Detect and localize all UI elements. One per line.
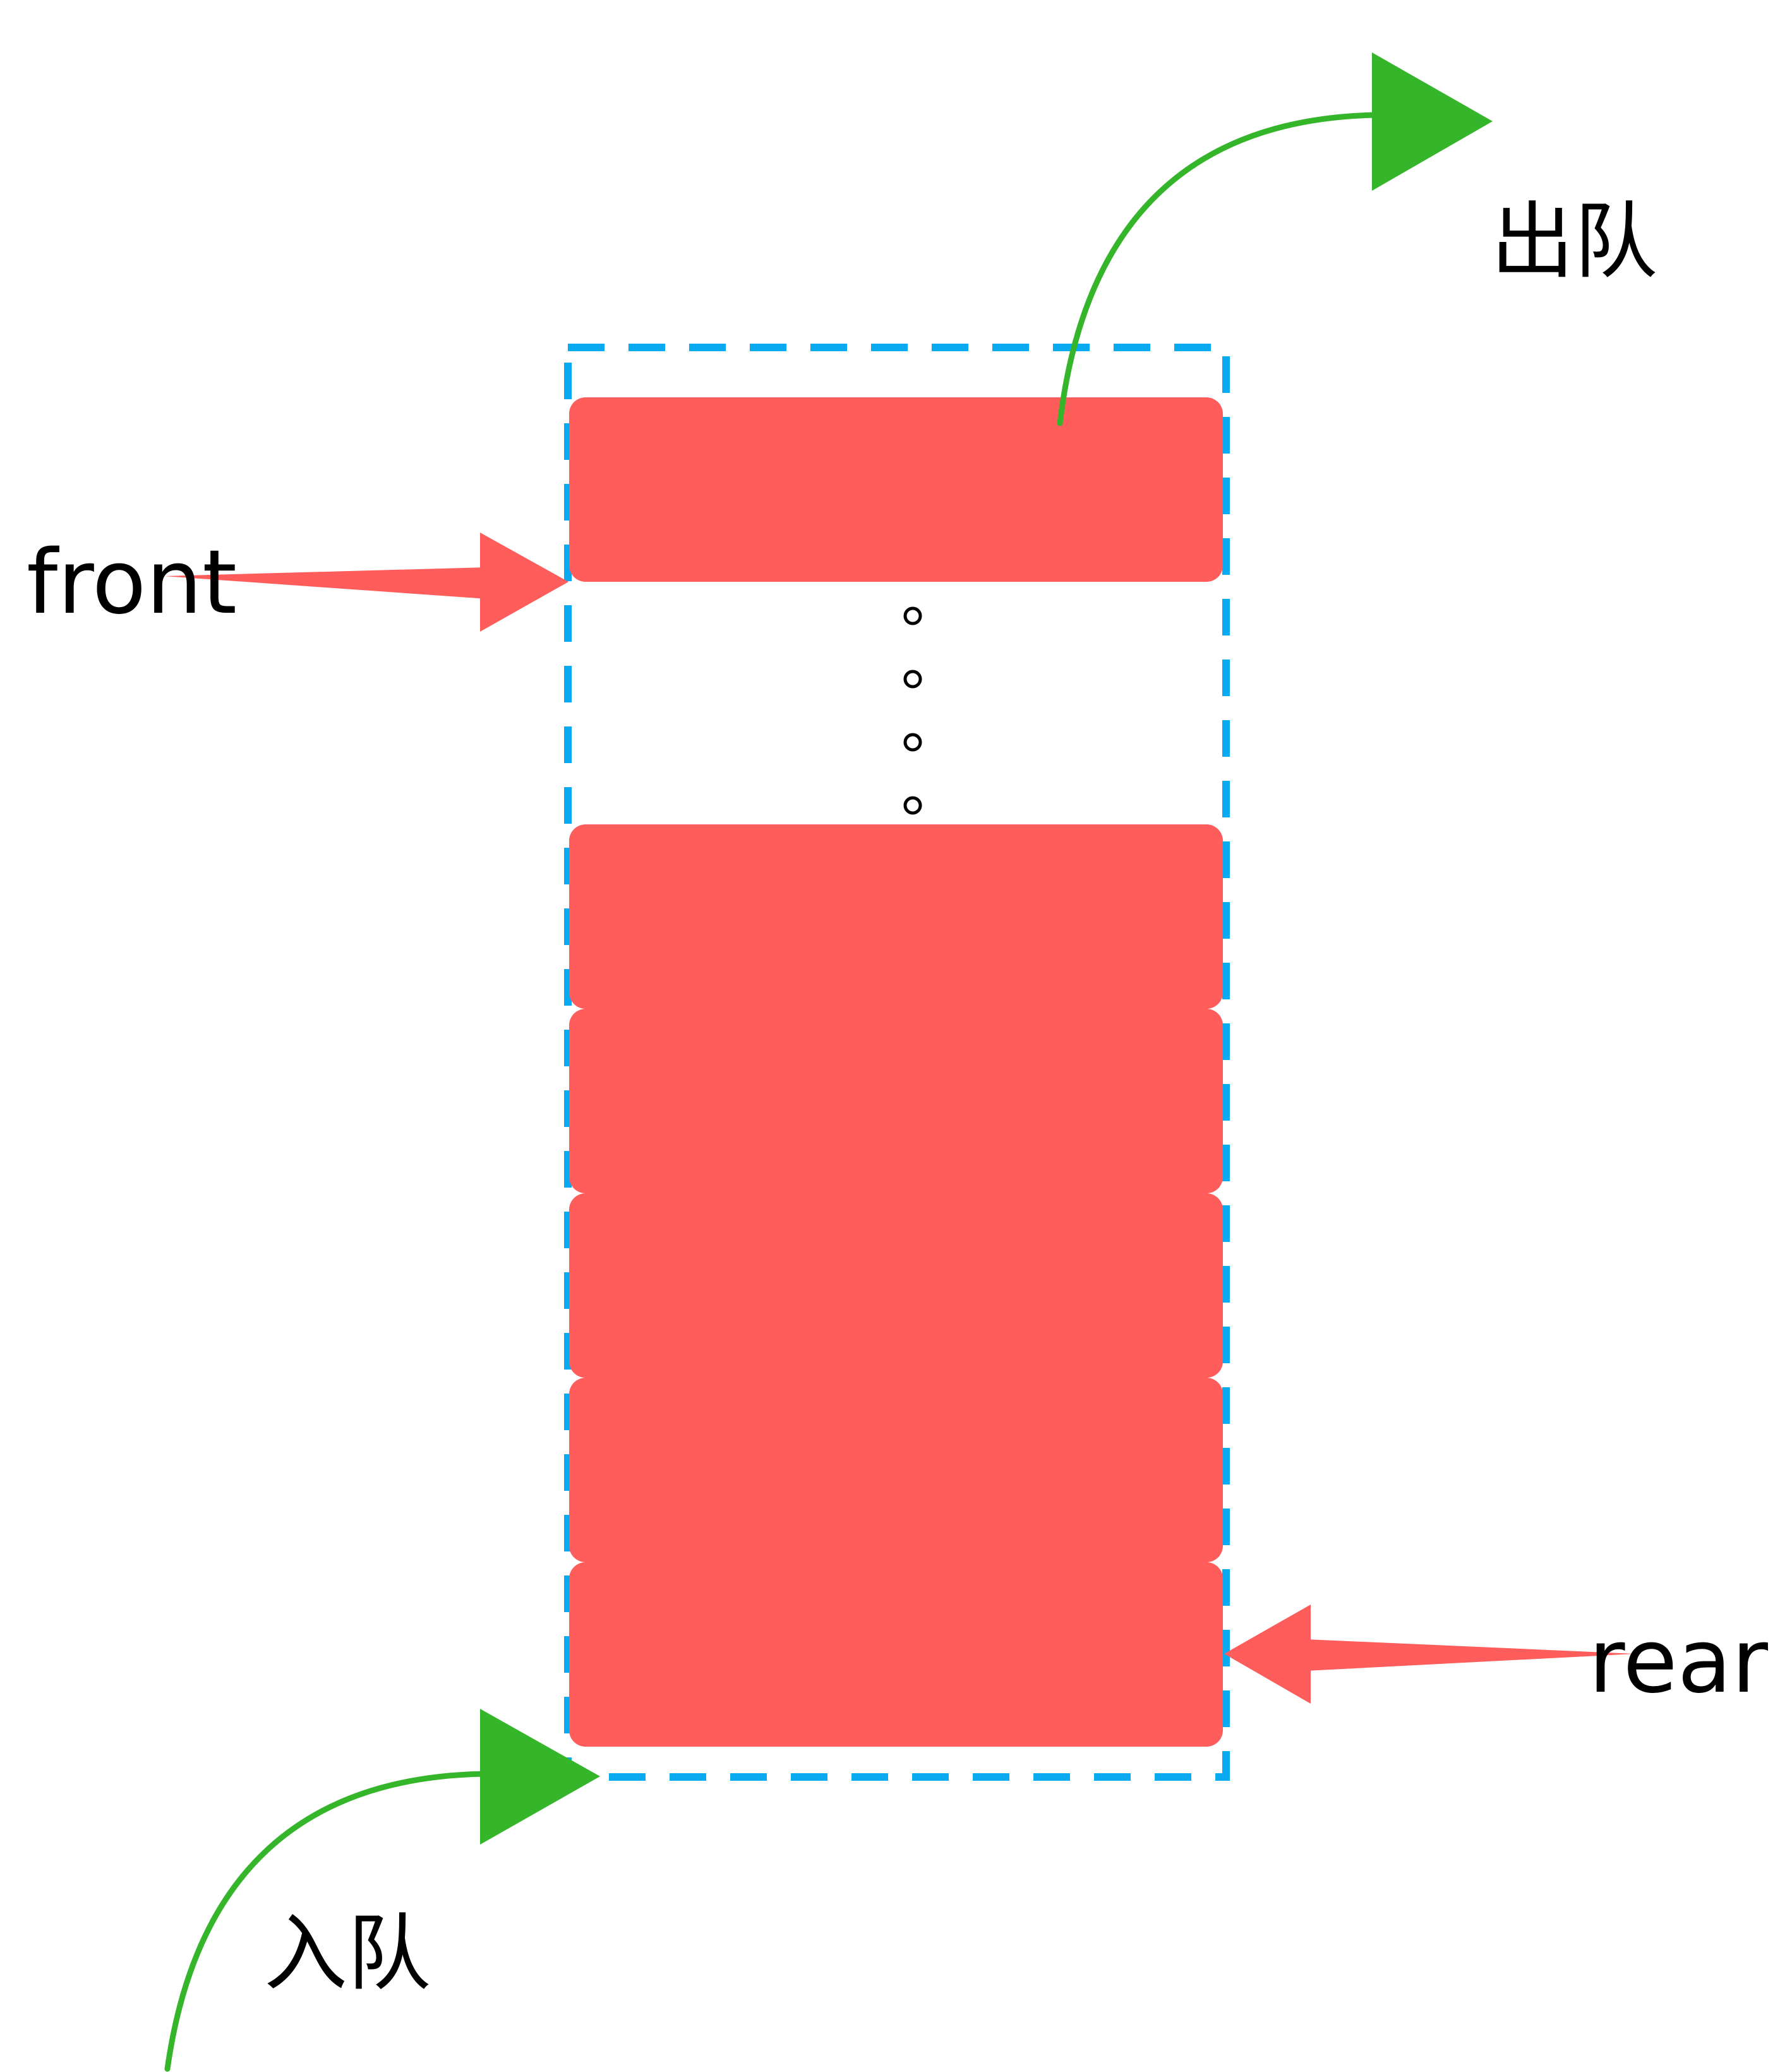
dequeue-label: 出队 [1491, 193, 1657, 291]
front-pointer-shaft [164, 567, 486, 599]
queue-element-front [569, 397, 1223, 582]
ellipsis-dot [903, 606, 922, 625]
rear-pointer-shaft [1306, 1639, 1635, 1671]
queue-element [569, 1378, 1223, 1562]
queue-element [569, 1193, 1223, 1378]
dequeue-arrow-curve [1057, 112, 1380, 426]
enqueue-label: 入队 [264, 1905, 431, 2003]
enqueue-arrow [164, 1709, 600, 2072]
queue-element [569, 824, 1223, 1009]
dequeue-arrow [1057, 52, 1493, 426]
queue-elements [569, 397, 1223, 1747]
ellipsis-dots [903, 606, 922, 815]
front-label: front [27, 531, 237, 634]
enqueue-arrow-head [480, 1709, 600, 1845]
ellipsis-dot [903, 733, 922, 752]
rear-pointer-head [1224, 1605, 1311, 1704]
rear-pointer-arrow [1224, 1605, 1635, 1704]
queue-element-rear [569, 1562, 1223, 1747]
rear-label: rear [1589, 1610, 1768, 1713]
ellipsis-dot [903, 670, 922, 689]
enqueue-arrow-curve [164, 1771, 488, 2072]
front-pointer-head [480, 533, 568, 632]
queue-element [569, 1009, 1223, 1193]
dequeue-arrow-head [1372, 52, 1493, 191]
front-pointer-arrow [164, 533, 568, 632]
ellipsis-dot [903, 796, 922, 815]
queue-container [564, 344, 1230, 1781]
